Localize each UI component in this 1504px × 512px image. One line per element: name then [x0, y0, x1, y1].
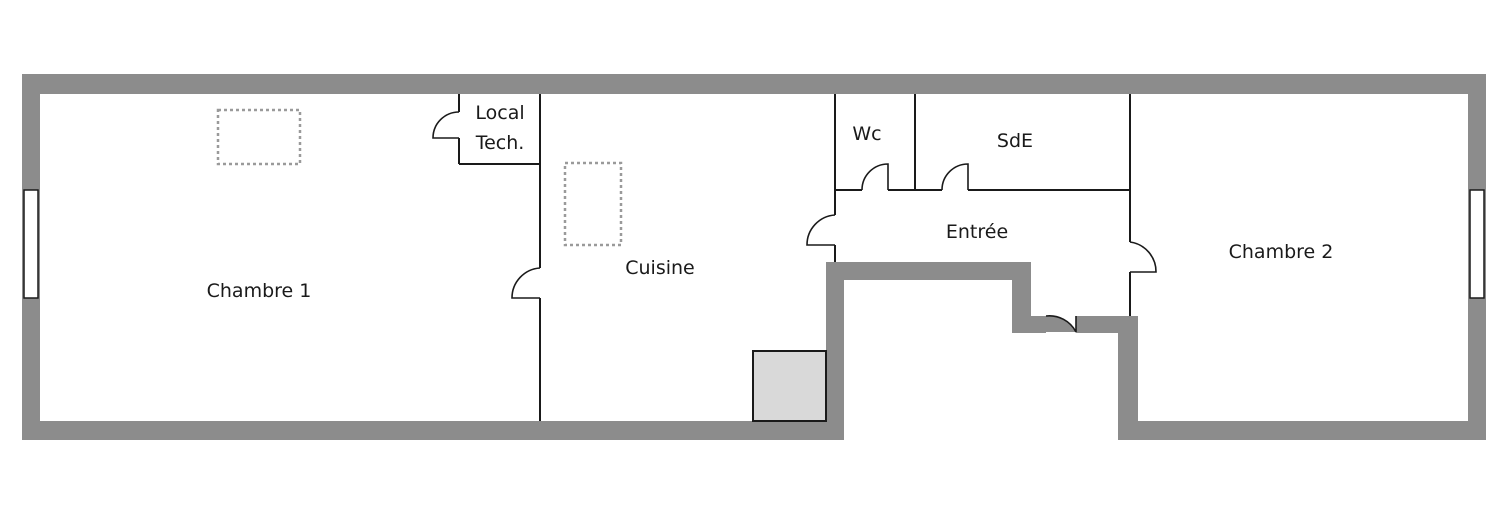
doors [432, 111, 1157, 333]
door-chambre2 [1129, 241, 1157, 273]
label-cuisine: Cuisine [625, 257, 695, 279]
label-chambre2: Chambre 2 [1229, 241, 1334, 263]
label-local-line2: Tech. [475, 132, 525, 154]
label-sde: SdE [997, 130, 1033, 152]
door-chambre1 [511, 267, 541, 299]
door-wc [861, 163, 889, 191]
label-entree: Entrée [946, 221, 1008, 243]
door-cuisine [806, 214, 836, 246]
door-local-tech [432, 111, 460, 139]
skylight-cuisine [563, 161, 623, 247]
interior-walls [458, 94, 1131, 421]
exterior-wall [22, 74, 1486, 440]
skylight-chambre1 [216, 108, 302, 166]
label-local-line1: Local [475, 102, 524, 124]
kitchen-storage [752, 350, 827, 422]
door-entrance [1045, 315, 1077, 333]
label-wc: Wc [852, 123, 881, 145]
label-chambre1: Chambre 1 [207, 280, 312, 302]
door-sde [941, 163, 969, 191]
window-right [1469, 189, 1485, 299]
window-left [23, 189, 39, 299]
